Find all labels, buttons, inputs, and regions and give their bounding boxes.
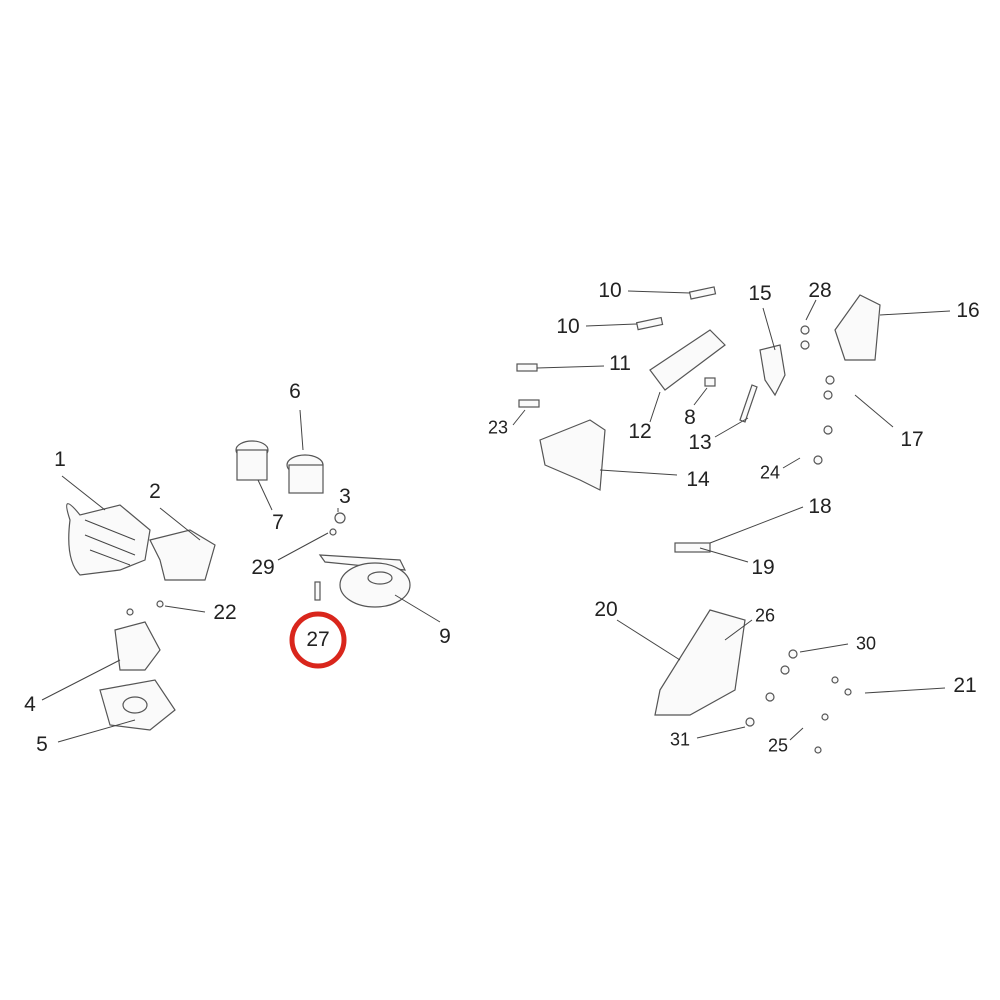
label-part-7: 7 [272,511,284,534]
label-part-25: 25 [767,735,789,756]
part-19-connector [674,542,711,553]
part-13-strap [739,384,758,423]
part-21-screws [814,676,852,754]
label-part-4: 4 [24,693,36,716]
label-part-16: 16 [956,299,980,322]
part-7-ignition-lock [235,440,269,481]
label-part-14: 14 [686,468,710,491]
part-9-horn [318,554,411,608]
label-part-13: 13 [688,431,712,454]
label-part-29: 29 [251,556,275,579]
part-11-bolt [516,363,538,372]
label-part-1: 1 [54,448,66,471]
label-part-26: 26 [754,605,776,626]
part-17-screws [813,375,835,465]
part-29-washer [329,528,337,536]
part-1-headlight [66,503,151,576]
part-30-washers [745,649,798,727]
label-part-5: 5 [36,733,48,756]
part-2-bracket [149,529,216,581]
label-part-28: 28 [808,279,832,302]
part-23-bolt [518,399,540,408]
part-5-switch-housing [99,679,176,731]
label-part-6: 6 [289,380,301,403]
label-part-27: 27 [306,628,330,651]
highlight-circle [289,611,347,669]
label-part-30: 30 [855,633,877,654]
label-part-23: 23 [487,417,509,438]
label-part-19: 19 [751,556,775,579]
label-part-20: 20 [594,598,618,621]
label-part-21: 21 [953,674,977,697]
label-part-10a: 10 [598,279,622,302]
part-27-bolt [314,581,321,601]
leader-lines [41,290,951,743]
label-part-31: 31 [669,729,691,750]
part-12-module [649,329,726,391]
label-part-2: 2 [149,480,161,503]
label-part-10b: 10 [556,315,580,338]
part-15-bracket [759,344,786,397]
part-16-regulator [834,294,881,361]
part-4-switch [114,621,161,671]
part-10-pins [635,286,717,331]
label-part-9: 9 [439,625,451,648]
label-part-24: 24 [759,462,781,483]
part-8-small-pin [704,377,716,387]
part-14-holder [539,419,606,491]
label-part-12: 12 [628,420,652,443]
label-part-3: 3 [339,485,351,508]
label-part-22: 22 [213,601,237,624]
part-3-nut [334,512,346,524]
label-part-18: 18 [808,495,832,518]
label-part-15: 15 [748,282,772,305]
label-part-17: 17 [900,428,924,451]
part-28-nuts [800,325,810,350]
part-20-cover [654,609,746,716]
label-part-11: 11 [609,352,631,375]
part-22-screws [126,600,164,616]
part-6-cap [286,454,324,494]
label-part-8: 8 [684,406,696,429]
